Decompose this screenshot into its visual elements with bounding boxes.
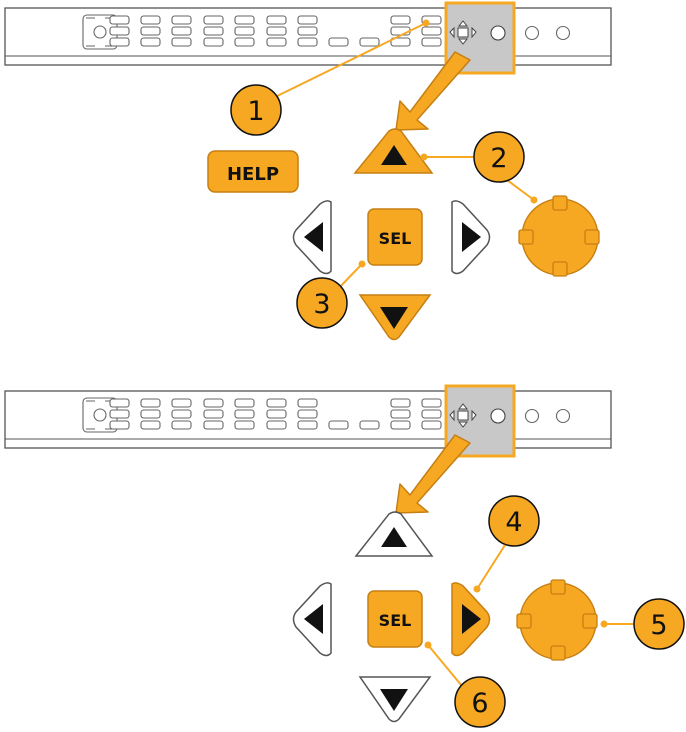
- right-arrow-button[interactable]: [451, 200, 491, 275]
- triangle-left-icon: [304, 222, 323, 252]
- callout-3: 3: [296, 277, 348, 329]
- up-arrow-button-bottom[interactable]: [354, 511, 434, 557]
- left-arrow-button[interactable]: [292, 200, 332, 275]
- triangle-left-icon: [304, 604, 323, 634]
- power-icon: [82, 397, 118, 433]
- callout-4: 4: [488, 495, 540, 547]
- select-button[interactable]: SEL: [367, 208, 423, 266]
- triangle-right-icon: [462, 222, 481, 252]
- up-arrow-button[interactable]: [353, 128, 434, 174]
- triangle-down-icon: [380, 307, 408, 329]
- right-arrow-button-bottom[interactable]: [451, 582, 491, 657]
- help-button[interactable]: HELP: [207, 150, 299, 193]
- triangle-up-icon: [381, 145, 407, 165]
- svg-text:4: 4: [505, 507, 522, 538]
- triangle-up-icon: [381, 527, 407, 547]
- select-button-bottom[interactable]: SEL: [367, 590, 423, 648]
- svg-text:SEL: SEL: [379, 611, 412, 630]
- callout-1: 1: [230, 84, 282, 136]
- svg-text:2: 2: [490, 143, 507, 174]
- callout-2: 2: [473, 131, 525, 183]
- zoom-arrow-top: [395, 51, 471, 131]
- svg-text:5: 5: [650, 610, 667, 641]
- svg-text:1: 1: [247, 96, 264, 127]
- front-panel-bottom: [4, 384, 612, 458]
- triangle-right-icon: [462, 604, 481, 634]
- svg-text:6: 6: [471, 688, 488, 719]
- front-panel-top: [4, 1, 612, 75]
- callout-5: 5: [633, 598, 685, 650]
- svg-text:3: 3: [313, 289, 330, 320]
- rotary-knob-top[interactable]: [518, 195, 600, 277]
- triangle-down-icon: [380, 689, 408, 711]
- down-arrow-button-bottom[interactable]: [358, 676, 432, 723]
- callout-6: 6: [454, 676, 506, 728]
- rotary-knob-bottom[interactable]: [516, 579, 598, 661]
- zoom-arrow-bottom: [395, 434, 471, 514]
- down-arrow-button[interactable]: [358, 294, 432, 341]
- left-arrow-button-bottom[interactable]: [292, 582, 332, 657]
- svg-text:SEL: SEL: [379, 229, 412, 248]
- svg-text:HELP: HELP: [227, 164, 279, 185]
- power-icon: [82, 14, 118, 50]
